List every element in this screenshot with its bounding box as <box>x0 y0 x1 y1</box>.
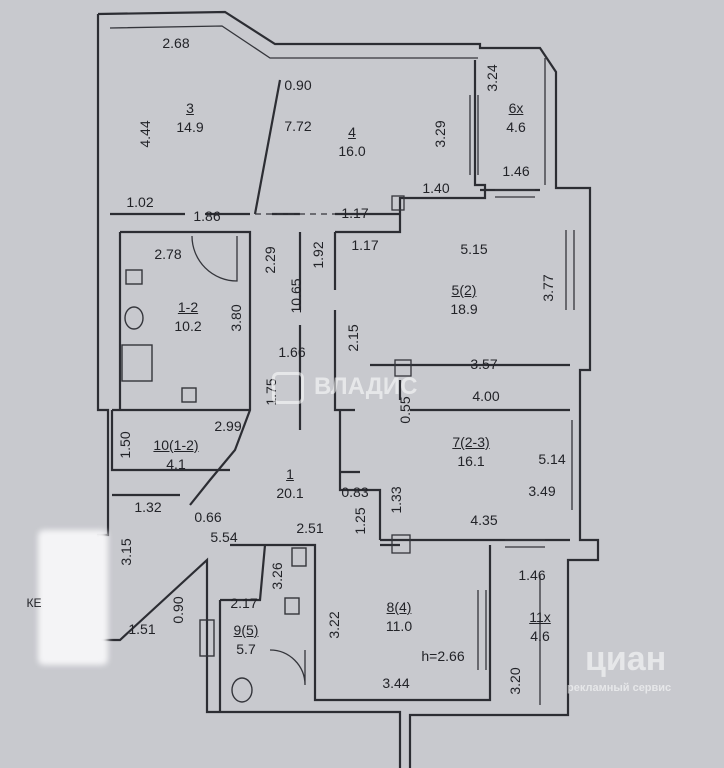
dimension: 5.15 <box>460 241 488 257</box>
room-area: 20.1 <box>276 485 304 501</box>
dimension: 1.46 <box>502 163 530 179</box>
room-number: 1 <box>286 466 294 482</box>
dimension: 3.15 <box>118 538 134 566</box>
dimension: 2.99 <box>214 418 242 434</box>
dimension: 3.80 <box>228 304 244 332</box>
dimension: 3.22 <box>326 611 342 639</box>
room-number: 8(4) <box>386 599 412 615</box>
dimension: 3.77 <box>540 274 556 302</box>
dimension: 4.35 <box>470 512 498 528</box>
dimension: 1.32 <box>134 499 162 515</box>
door-arc-wc <box>269 649 306 686</box>
room-area: 16.1 <box>457 453 485 469</box>
dimension: 3.24 <box>484 64 500 92</box>
room-number: 10(1-2) <box>153 437 199 453</box>
dimension: 0.90 <box>170 596 186 624</box>
dimension: 5.54 <box>210 529 238 545</box>
dimension: 1.51 <box>128 621 156 637</box>
dimension: 1.50 <box>117 431 133 459</box>
dimension: 1.40 <box>422 180 450 196</box>
room-area: 14.9 <box>176 119 204 135</box>
columns <box>391 195 412 554</box>
room-area: 11.0 <box>385 618 413 634</box>
room-area: 5.7 <box>236 641 256 657</box>
dimension: 0.90 <box>284 77 312 93</box>
dimension: 1.02 <box>126 194 154 210</box>
vladis-logo-icon <box>272 372 304 404</box>
dimension: 3.57 <box>470 356 498 372</box>
cian-watermark: циан <box>585 640 667 678</box>
dimension: 3.26 <box>269 562 285 590</box>
dimension: 2.51 <box>296 520 324 536</box>
room-number: 1-2 <box>177 299 199 315</box>
bathroom-fixtures <box>121 269 307 703</box>
room-number: 9(5) <box>233 622 259 638</box>
dimension: 1.17 <box>351 237 379 253</box>
dimension: 1.25 <box>352 507 368 535</box>
dimension: 7.72 <box>284 118 312 134</box>
vladis-watermark: ВЛАДИС <box>314 373 418 400</box>
door-arc-bathroom <box>191 235 238 282</box>
dimension: 1.86 <box>193 208 221 224</box>
room-area: 4.6 <box>530 628 550 644</box>
dimension: 3.44 <box>382 675 410 691</box>
dimension: 4.44 <box>137 120 153 148</box>
room-area: 4.6 <box>506 119 526 135</box>
redacted-area <box>38 530 108 665</box>
room-number: 4 <box>348 124 356 140</box>
room-area: 16.0 <box>338 143 366 159</box>
dimension: 2.15 <box>345 324 361 352</box>
dimension: 3.29 <box>432 120 448 148</box>
cian-watermark-sub: рекламный сервис <box>567 682 672 694</box>
room-area: 18.9 <box>450 301 478 317</box>
room-number: 7(2-3) <box>452 434 490 450</box>
dimension: 1.17 <box>341 205 369 221</box>
dimension: 1.66 <box>278 344 306 360</box>
room-number: 6х <box>508 100 524 116</box>
dimension: 4.00 <box>472 388 500 404</box>
dimension: 1.92 <box>310 241 326 269</box>
dimension: 3.20 <box>507 667 523 695</box>
margin-text: КЕ <box>26 596 42 610</box>
room-number: 11х <box>529 609 551 625</box>
dimension: 2.78 <box>154 246 182 262</box>
dimension: 5.14 <box>538 451 566 467</box>
dimension: 2.68 <box>162 35 190 51</box>
dimension: 0.83 <box>341 484 369 500</box>
ceiling-height: h=2.66 <box>421 648 465 664</box>
dimension: 2.29 <box>262 246 278 274</box>
room-area: 10.2 <box>174 318 202 334</box>
dimension: 1.33 <box>388 486 404 514</box>
windows <box>469 58 581 705</box>
dimension: 1.46 <box>518 567 546 583</box>
dimension: 3.49 <box>528 483 556 499</box>
dimension: 2.17 <box>230 595 258 611</box>
room-number: 3 <box>186 100 194 116</box>
room-number: 5(2) <box>451 282 477 298</box>
inner-wall-line <box>109 25 478 59</box>
dimension: 10.65 <box>288 278 304 314</box>
room-area: 4.1 <box>166 456 186 472</box>
dimension: 0.66 <box>194 509 222 525</box>
